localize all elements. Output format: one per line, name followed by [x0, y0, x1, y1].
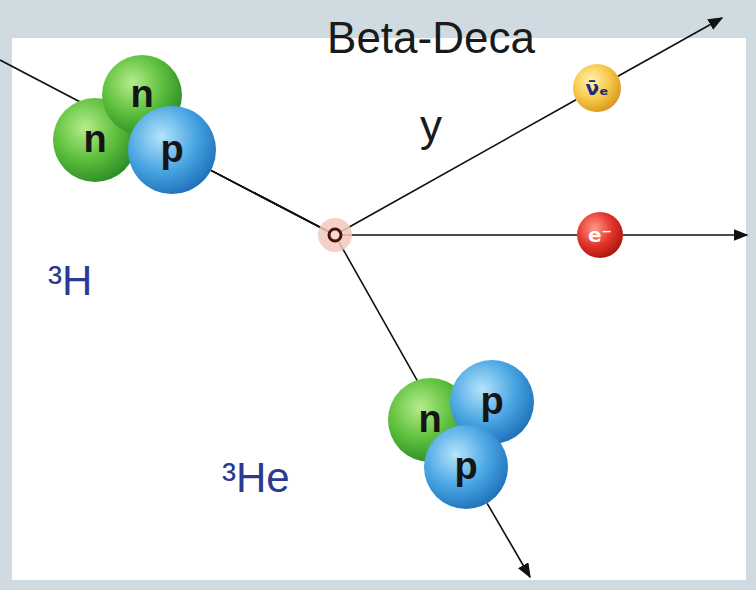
particle-symbol: p — [480, 381, 503, 423]
particle-symbol: n — [83, 119, 106, 161]
track-line — [211, 100, 576, 235]
decay-vertex — [329, 229, 341, 241]
ball-fill — [128, 106, 216, 194]
diagram-title: Beta-Decay — [322, 0, 540, 170]
track-arrow — [487, 503, 530, 577]
particle-symbol: n — [418, 399, 441, 441]
ball-fill — [573, 64, 621, 112]
particle-symbol: p — [160, 129, 183, 171]
particle-track — [211, 170, 747, 235]
ball-fill — [577, 212, 623, 258]
electron-ball: e⁻ — [577, 212, 623, 258]
track-line — [211, 170, 577, 235]
particle-symbol: n — [130, 74, 153, 116]
track-arrow — [623, 234, 747, 236]
nucleus-label: ³H — [48, 258, 92, 304]
antineutrino-ball: ν̄ₑ — [573, 64, 621, 112]
particle-symbol: e⁻ — [588, 224, 612, 246]
particle-symbol: ν̄ₑ — [585, 77, 608, 99]
ball-fill — [424, 425, 508, 509]
vertex-halo — [318, 218, 352, 252]
proton-ball: p — [128, 106, 216, 194]
white-panel — [12, 38, 746, 580]
particle-symbol: p — [454, 446, 477, 488]
track-arrow — [618, 18, 722, 76]
nucleus-label: ³He — [222, 455, 290, 501]
